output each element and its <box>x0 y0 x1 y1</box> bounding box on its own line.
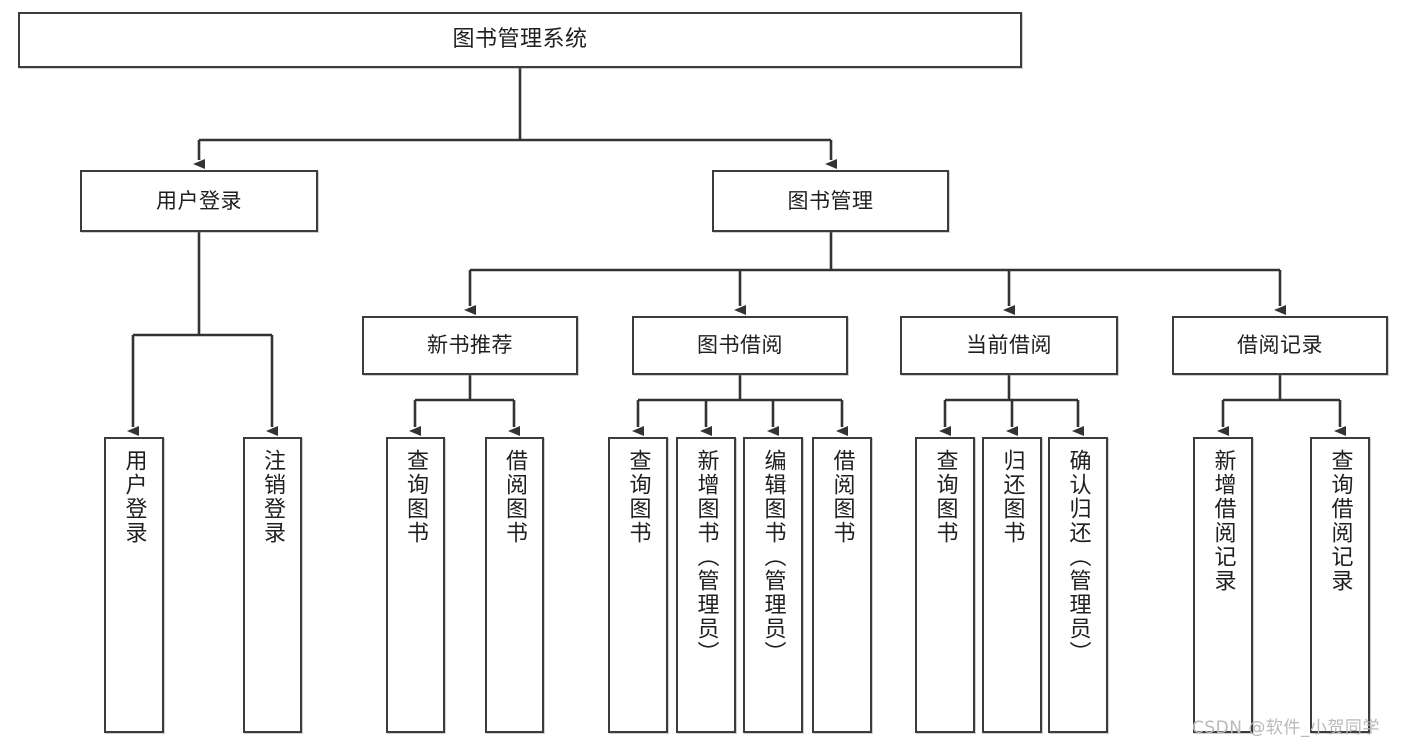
leaf-user-login-logout[interactable]: 注销登录 <box>243 437 302 733</box>
node-label: 新增借阅记录 <box>1210 449 1236 593</box>
node-label: 查询图书 <box>932 449 958 545</box>
leaf-book-borrow-add-book-admin[interactable]: 新增图书（管理员） <box>676 437 736 733</box>
node-book-borrow[interactable]: 图书借阅 <box>632 316 848 375</box>
node-label: 图书管理系统 <box>452 27 588 53</box>
leaf-book-borrow-query-book[interactable]: 查询图书 <box>608 437 668 733</box>
node-label: 借阅图书 <box>829 449 855 545</box>
node-label: 图书借阅 <box>697 333 783 358</box>
leaf-borrow-record-add-record[interactable]: 新增借阅记录 <box>1193 437 1253 733</box>
node-book-management[interactable]: 图书管理 <box>712 170 949 232</box>
leaf-new-book-query-book[interactable]: 查询图书 <box>386 437 445 733</box>
node-borrow-record[interactable]: 借阅记录 <box>1172 316 1388 375</box>
node-root-system[interactable]: 图书管理系统 <box>18 12 1022 68</box>
leaf-book-borrow-edit-book-admin[interactable]: 编辑图书（管理员） <box>743 437 803 733</box>
node-label: 图书管理 <box>787 188 874 213</box>
node-label: 查询图书 <box>403 449 429 545</box>
leaf-borrow-record-query-record[interactable]: 查询借阅记录 <box>1310 437 1370 733</box>
node-label: 归还图书 <box>999 449 1025 545</box>
node-user-login[interactable]: 用户登录 <box>80 170 318 232</box>
leaf-user-login-login[interactable]: 用户登录 <box>104 437 164 733</box>
node-label: 注销登录 <box>260 449 286 545</box>
node-label: 借阅记录 <box>1237 333 1323 358</box>
watermark-text: CSDN @软件_小贺同学 <box>1192 718 1380 738</box>
node-label: 用户登录 <box>121 449 147 545</box>
leaf-current-borrow-confirm-return-admin[interactable]: 确认归还（管理员） <box>1048 437 1108 733</box>
node-label: 用户登录 <box>156 188 242 213</box>
node-label: 新增图书（管理员） <box>693 449 719 665</box>
node-label: 编辑图书（管理员） <box>760 449 786 665</box>
leaf-book-borrow-borrow-book[interactable]: 借阅图书 <box>812 437 872 733</box>
node-label: 借阅图书 <box>502 449 528 545</box>
node-label: 当前借阅 <box>966 333 1052 358</box>
leaf-current-borrow-query-book[interactable]: 查询图书 <box>915 437 975 733</box>
leaf-new-book-borrow-book[interactable]: 借阅图书 <box>485 437 544 733</box>
node-current-borrow[interactable]: 当前借阅 <box>900 316 1118 375</box>
node-label: 查询图书 <box>625 449 651 545</box>
node-label: 确认归还（管理员） <box>1065 449 1091 665</box>
node-label: 查询借阅记录 <box>1327 449 1353 593</box>
node-new-book-recommend[interactable]: 新书推荐 <box>362 316 578 375</box>
node-label: 新书推荐 <box>427 333 513 358</box>
leaf-current-borrow-return-book[interactable]: 归还图书 <box>982 437 1042 733</box>
